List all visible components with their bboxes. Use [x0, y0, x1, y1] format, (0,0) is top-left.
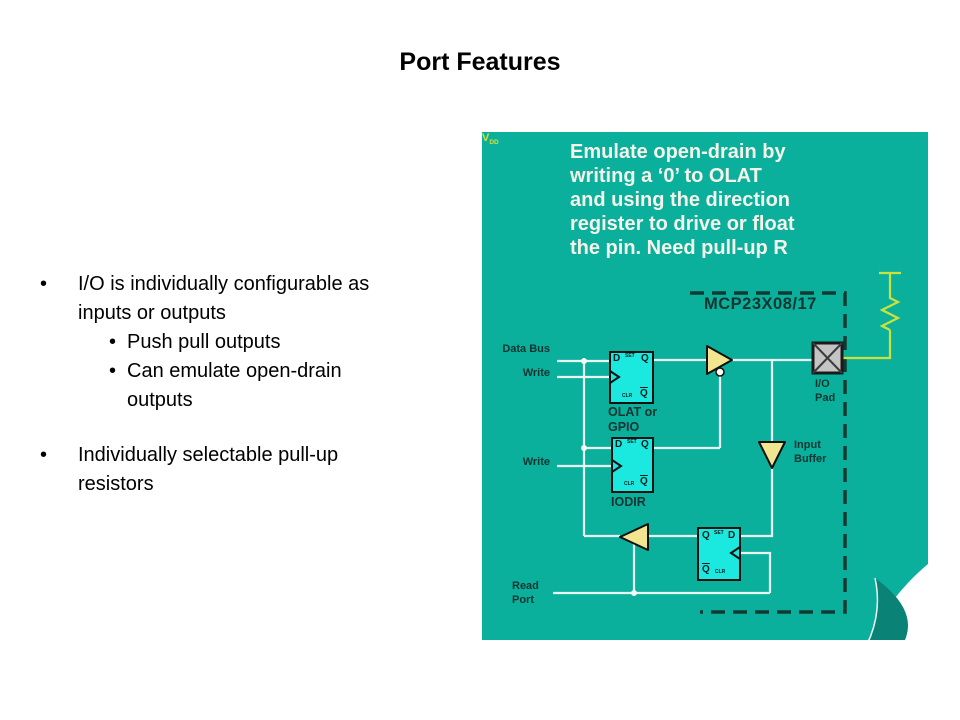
iodir-qbar-pin: Q: [640, 476, 648, 487]
iodir-label: IODIR: [611, 495, 646, 509]
chip-boundary: [690, 291, 847, 614]
io-pad-symbol: [811, 341, 844, 375]
page-title: Port Features: [399, 48, 561, 76]
bullet-item-open-drain: Can emulate open-drain outputs: [38, 357, 468, 415]
chip-label: MCP23X08/17: [704, 295, 817, 313]
junction-dots: [581, 358, 637, 596]
readff-clr-pin: CLR: [715, 569, 726, 575]
vdd-v: V: [482, 132, 490, 144]
readff-qbar-pin: Q: [702, 564, 710, 575]
write-label-iodir: Write: [522, 456, 550, 468]
circuit-diagram-svg: [553, 271, 928, 640]
io-pad-label: I/O Pad: [815, 378, 836, 404]
vdd-label: VDD: [482, 132, 928, 146]
read-port-label: Read Port: [512, 580, 539, 606]
readff-set-pin: SET: [714, 530, 724, 536]
olat-gpio-label: OLAT or GPIO: [608, 405, 658, 434]
read-buffer-icon: [619, 523, 649, 551]
olat-set-pin: SET: [625, 353, 635, 359]
olat-q-pin: Q: [641, 353, 649, 364]
note-text: Emulate open-drain by writing a ‘0’ to O…: [570, 141, 795, 259]
page-curl: [868, 564, 928, 640]
olat-qbar-pin: Q: [640, 388, 648, 399]
bullet-list: I/O is individually configurable as inpu…: [38, 270, 468, 499]
iodir-q-pin: Q: [641, 439, 649, 450]
olat-clr-pin: CLR: [622, 393, 633, 399]
vdd-sub: DD: [489, 139, 499, 147]
readff-q-pin: Q: [702, 530, 710, 541]
iodir-set-pin: SET: [627, 439, 637, 445]
pullup-resistor: [842, 271, 901, 360]
circuit-panel: Emulate open-drain by writing a ‘0’ to O…: [482, 132, 928, 640]
readff-d-pin: D: [728, 530, 736, 541]
input-buffer-label: Input Buffer: [794, 439, 827, 465]
clock-wedges: [609, 370, 741, 560]
iodir-clr-pin: CLR: [624, 481, 635, 487]
bullet-item-io-configurable: I/O is individually configurable as inpu…: [38, 270, 468, 328]
bullet-item-pullup-resistors: Individually selectable pull-up resistor…: [38, 441, 468, 499]
iodir-d-pin: D: [615, 439, 623, 450]
enable-bubble-icon: [715, 367, 725, 377]
spacer: [38, 415, 468, 441]
bullet-item-push-pull: Push pull outputs: [38, 328, 468, 357]
write-label-olat: Write: [522, 367, 550, 379]
output-driver-icon: [706, 345, 733, 375]
input-buffer-icon: [758, 441, 786, 469]
olat-d-pin: D: [613, 353, 621, 364]
signal-wires: [553, 358, 813, 595]
data-bus-label: Data Bus: [502, 343, 550, 355]
